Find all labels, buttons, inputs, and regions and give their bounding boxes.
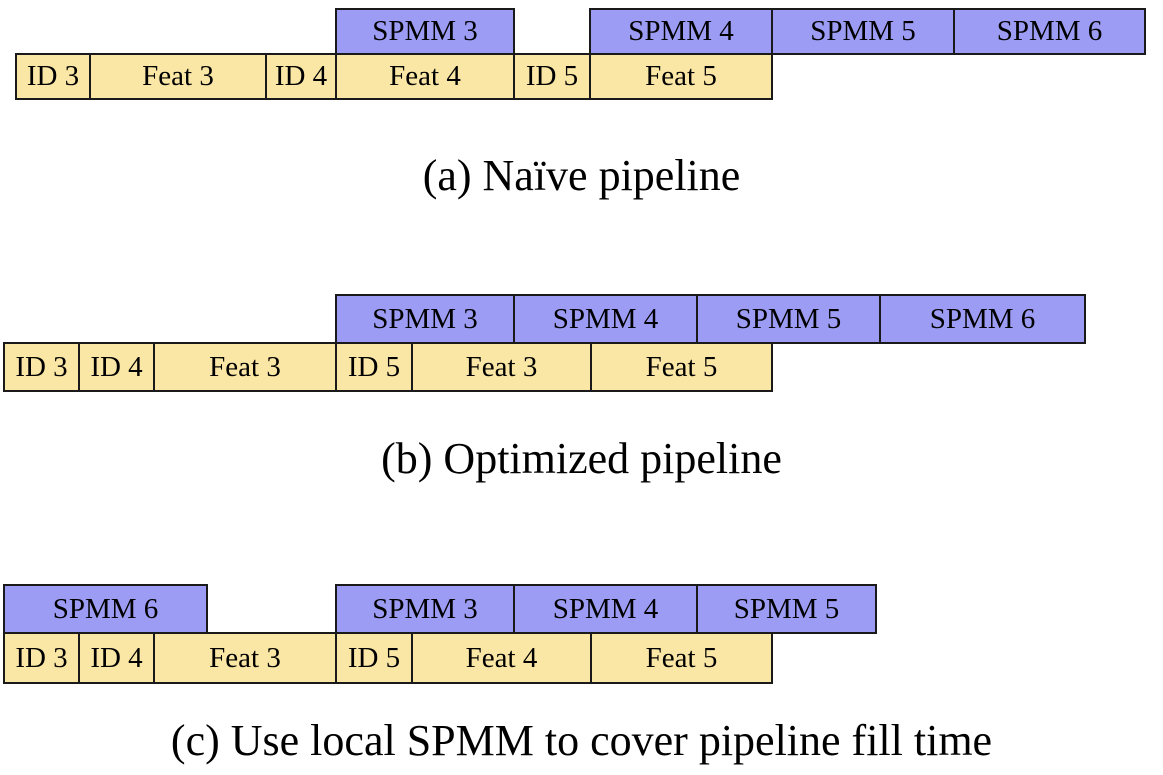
spmm-block: SPMM 6 [879, 294, 1086, 344]
id-block: ID 3 [3, 632, 80, 684]
spmm-block: SPMM 6 [3, 584, 208, 634]
feat-block: Feat 5 [590, 632, 773, 684]
spmm-block: SPMM 5 [771, 8, 955, 55]
panel-caption: (b) Optimized pipeline [381, 434, 782, 483]
spmm-block: SPMM 3 [335, 8, 515, 55]
spmm-block: SPMM 3 [335, 584, 515, 634]
id-block: ID 4 [265, 53, 337, 100]
spmm-block: SPMM 6 [953, 8, 1146, 55]
id-block: ID 3 [15, 53, 91, 100]
feat-block: Feat 4 [335, 53, 515, 100]
feat-block: Feat 3 [153, 342, 337, 392]
spmm-block: SPMM 5 [696, 294, 881, 344]
id-block: ID 4 [78, 342, 155, 392]
spmm-block: SPMM 4 [513, 294, 698, 344]
feat-block: Feat 3 [411, 342, 592, 392]
feat-block: Feat 4 [411, 632, 592, 684]
feat-block: Feat 5 [589, 53, 773, 100]
feat-block: Feat 3 [153, 632, 337, 684]
id-block: ID 4 [78, 632, 155, 684]
feat-block: Feat 5 [590, 342, 773, 392]
id-block: ID 5 [335, 342, 413, 392]
feat-block: Feat 3 [89, 53, 267, 100]
id-block: ID 5 [513, 53, 591, 100]
spmm-block: SPMM 3 [335, 294, 515, 344]
panel-caption: (a) Naïve pipeline [422, 151, 741, 200]
panel-caption: (c) Use local SPMM to cover pipeline fil… [170, 716, 993, 765]
spmm-block: SPMM 4 [589, 8, 773, 55]
spmm-block: SPMM 5 [696, 584, 877, 634]
spmm-block: SPMM 4 [513, 584, 698, 634]
id-block: ID 3 [3, 342, 80, 392]
id-block: ID 5 [335, 632, 413, 684]
